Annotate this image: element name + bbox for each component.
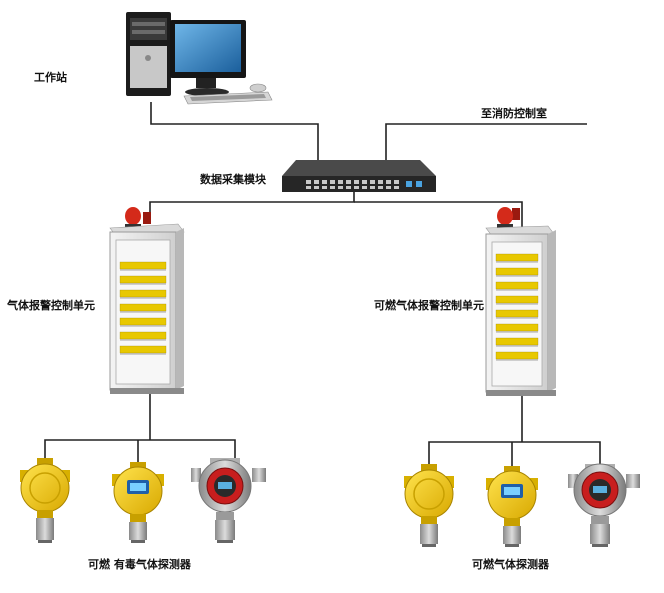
label-combustible-detectors: 可燃气体探测器 <box>472 558 549 571</box>
workstation-computer <box>126 12 273 105</box>
detector-explosion-proof-1 <box>191 458 266 543</box>
label-workstation: 工作站 <box>34 71 67 84</box>
detector-yellow-1 <box>20 458 70 543</box>
detector-yellow-display-1 <box>112 462 164 543</box>
label-combustible-alarm-unit: 可燃气体报警控制单元 <box>374 299 484 312</box>
label-fire-control-room: 至消防控制室 <box>481 107 547 120</box>
combustible-alarm-cabinet <box>485 207 556 396</box>
gas-alarm-cabinet <box>109 207 185 394</box>
label-toxic-detectors: 可燃 有毒气体探测器 <box>88 558 191 571</box>
label-data-module: 数据采集模块 <box>200 173 266 186</box>
connection-lines <box>44 102 601 466</box>
detector-explosion-proof-2 <box>568 463 640 547</box>
network-switch <box>282 160 436 192</box>
detector-yellow-2 <box>404 464 454 547</box>
label-gas-alarm-unit: 气体报警控制单元 <box>7 299 95 312</box>
detector-yellow-display-2 <box>486 466 538 547</box>
